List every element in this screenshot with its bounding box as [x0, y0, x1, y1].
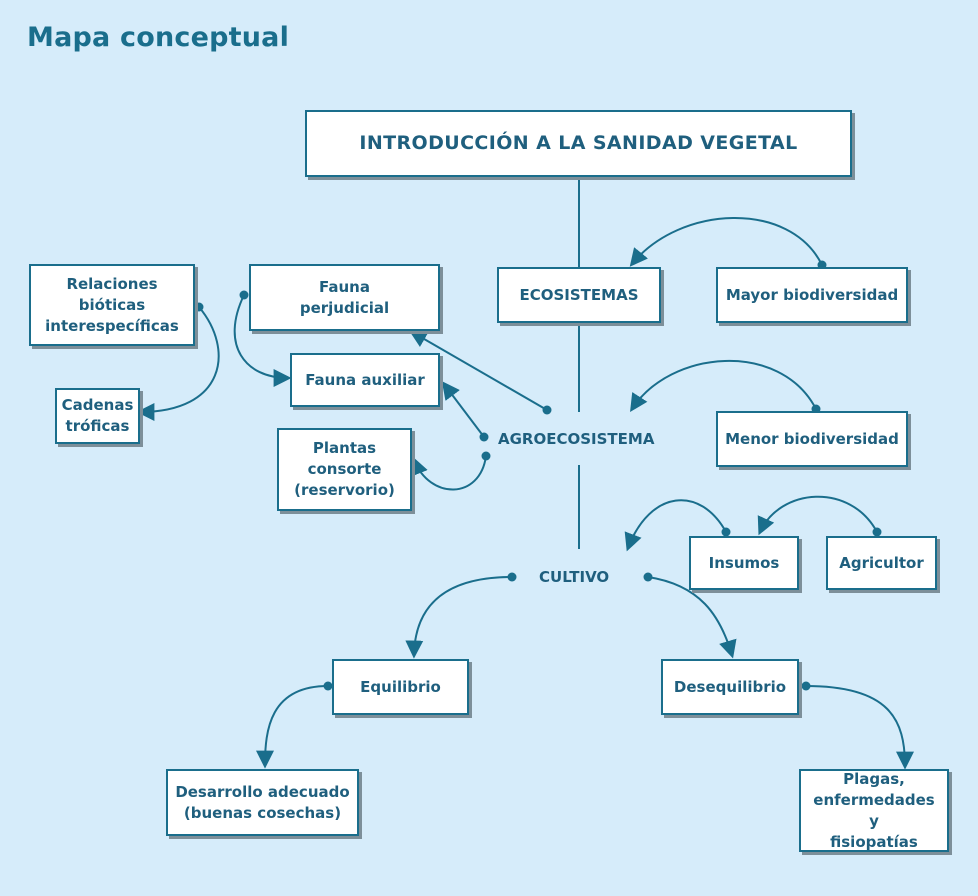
dot-agro-3	[481, 451, 491, 461]
node-agricultor: Agricultor	[826, 536, 937, 590]
node-fauna-perjudicial: Fauna perjudicial	[249, 264, 440, 331]
dot-insumos	[721, 527, 731, 537]
node-relaciones-bioticas: Relaciones bióticas interespecíficas	[29, 264, 195, 346]
arrow-mayor-to-ecosistemas	[629, 217, 823, 267]
node-insumos: Insumos	[689, 536, 799, 590]
node-plagas: Plagas, enfermedades y fisiopatías	[799, 769, 949, 852]
arrow-agro-to-plantas	[411, 455, 487, 491]
dot-agro-2	[479, 432, 489, 442]
node-mayor-biodiversidad: Mayor biodiversidad	[716, 267, 908, 323]
arrow-agricultor-to-insumos	[757, 495, 878, 536]
dot-agricultor	[872, 527, 882, 537]
arrow-desequilibrio-to-plagas	[805, 685, 914, 770]
node-intro: INTRODUCCIÓN A LA SANIDAD VEGETAL	[305, 110, 852, 177]
page-title: Mapa conceptual	[27, 22, 290, 53]
dot-relaciones	[194, 302, 204, 312]
dot-equilibrio	[323, 681, 333, 691]
dot-cultivo-right	[643, 572, 653, 582]
dot-cultivo-left	[507, 572, 517, 582]
node-desarrollo-adecuado: Desarrollo adecuado (buenas cosechas)	[166, 769, 359, 836]
node-menor-biodiversidad: Menor biodiversidad	[716, 411, 908, 467]
node-ecosistemas: ECOSISTEMAS	[497, 267, 661, 323]
arrow-perjudicial-to-auxiliar	[233, 294, 292, 387]
dot-agro-1	[542, 405, 552, 415]
node-equilibrio: Equilibrio	[332, 659, 469, 715]
node-fauna-auxiliar: Fauna auxiliar	[290, 353, 440, 407]
node-cultivo: CULTIVO	[535, 566, 614, 588]
node-cadenas-troficas: Cadenas tróficas	[55, 388, 140, 444]
arrow-menor-to-agroecosistema	[630, 359, 817, 413]
node-plantas-consorte: Plantas consorte (reservorio)	[277, 428, 412, 511]
arrow-relaciones-to-cadenas	[136, 306, 220, 421]
node-desequilibrio: Desequilibrio	[661, 659, 799, 715]
arrow-agro-to-fauna-perjudicial	[408, 330, 548, 411]
arrow-cultivo-to-equilibrio	[405, 576, 513, 659]
dot-perjudicial	[239, 290, 249, 300]
arrow-insumos-to-cultivo	[624, 499, 727, 552]
arrow-equilibrio-to-desarrollo	[256, 685, 329, 769]
arrow-cultivo-to-desequilibrio	[647, 576, 737, 659]
arrow-agro-to-fauna-auxiliar	[441, 381, 485, 438]
dot-desequilibrio	[801, 681, 811, 691]
node-agroecosistema: AGROECOSISTEMA	[494, 428, 659, 450]
